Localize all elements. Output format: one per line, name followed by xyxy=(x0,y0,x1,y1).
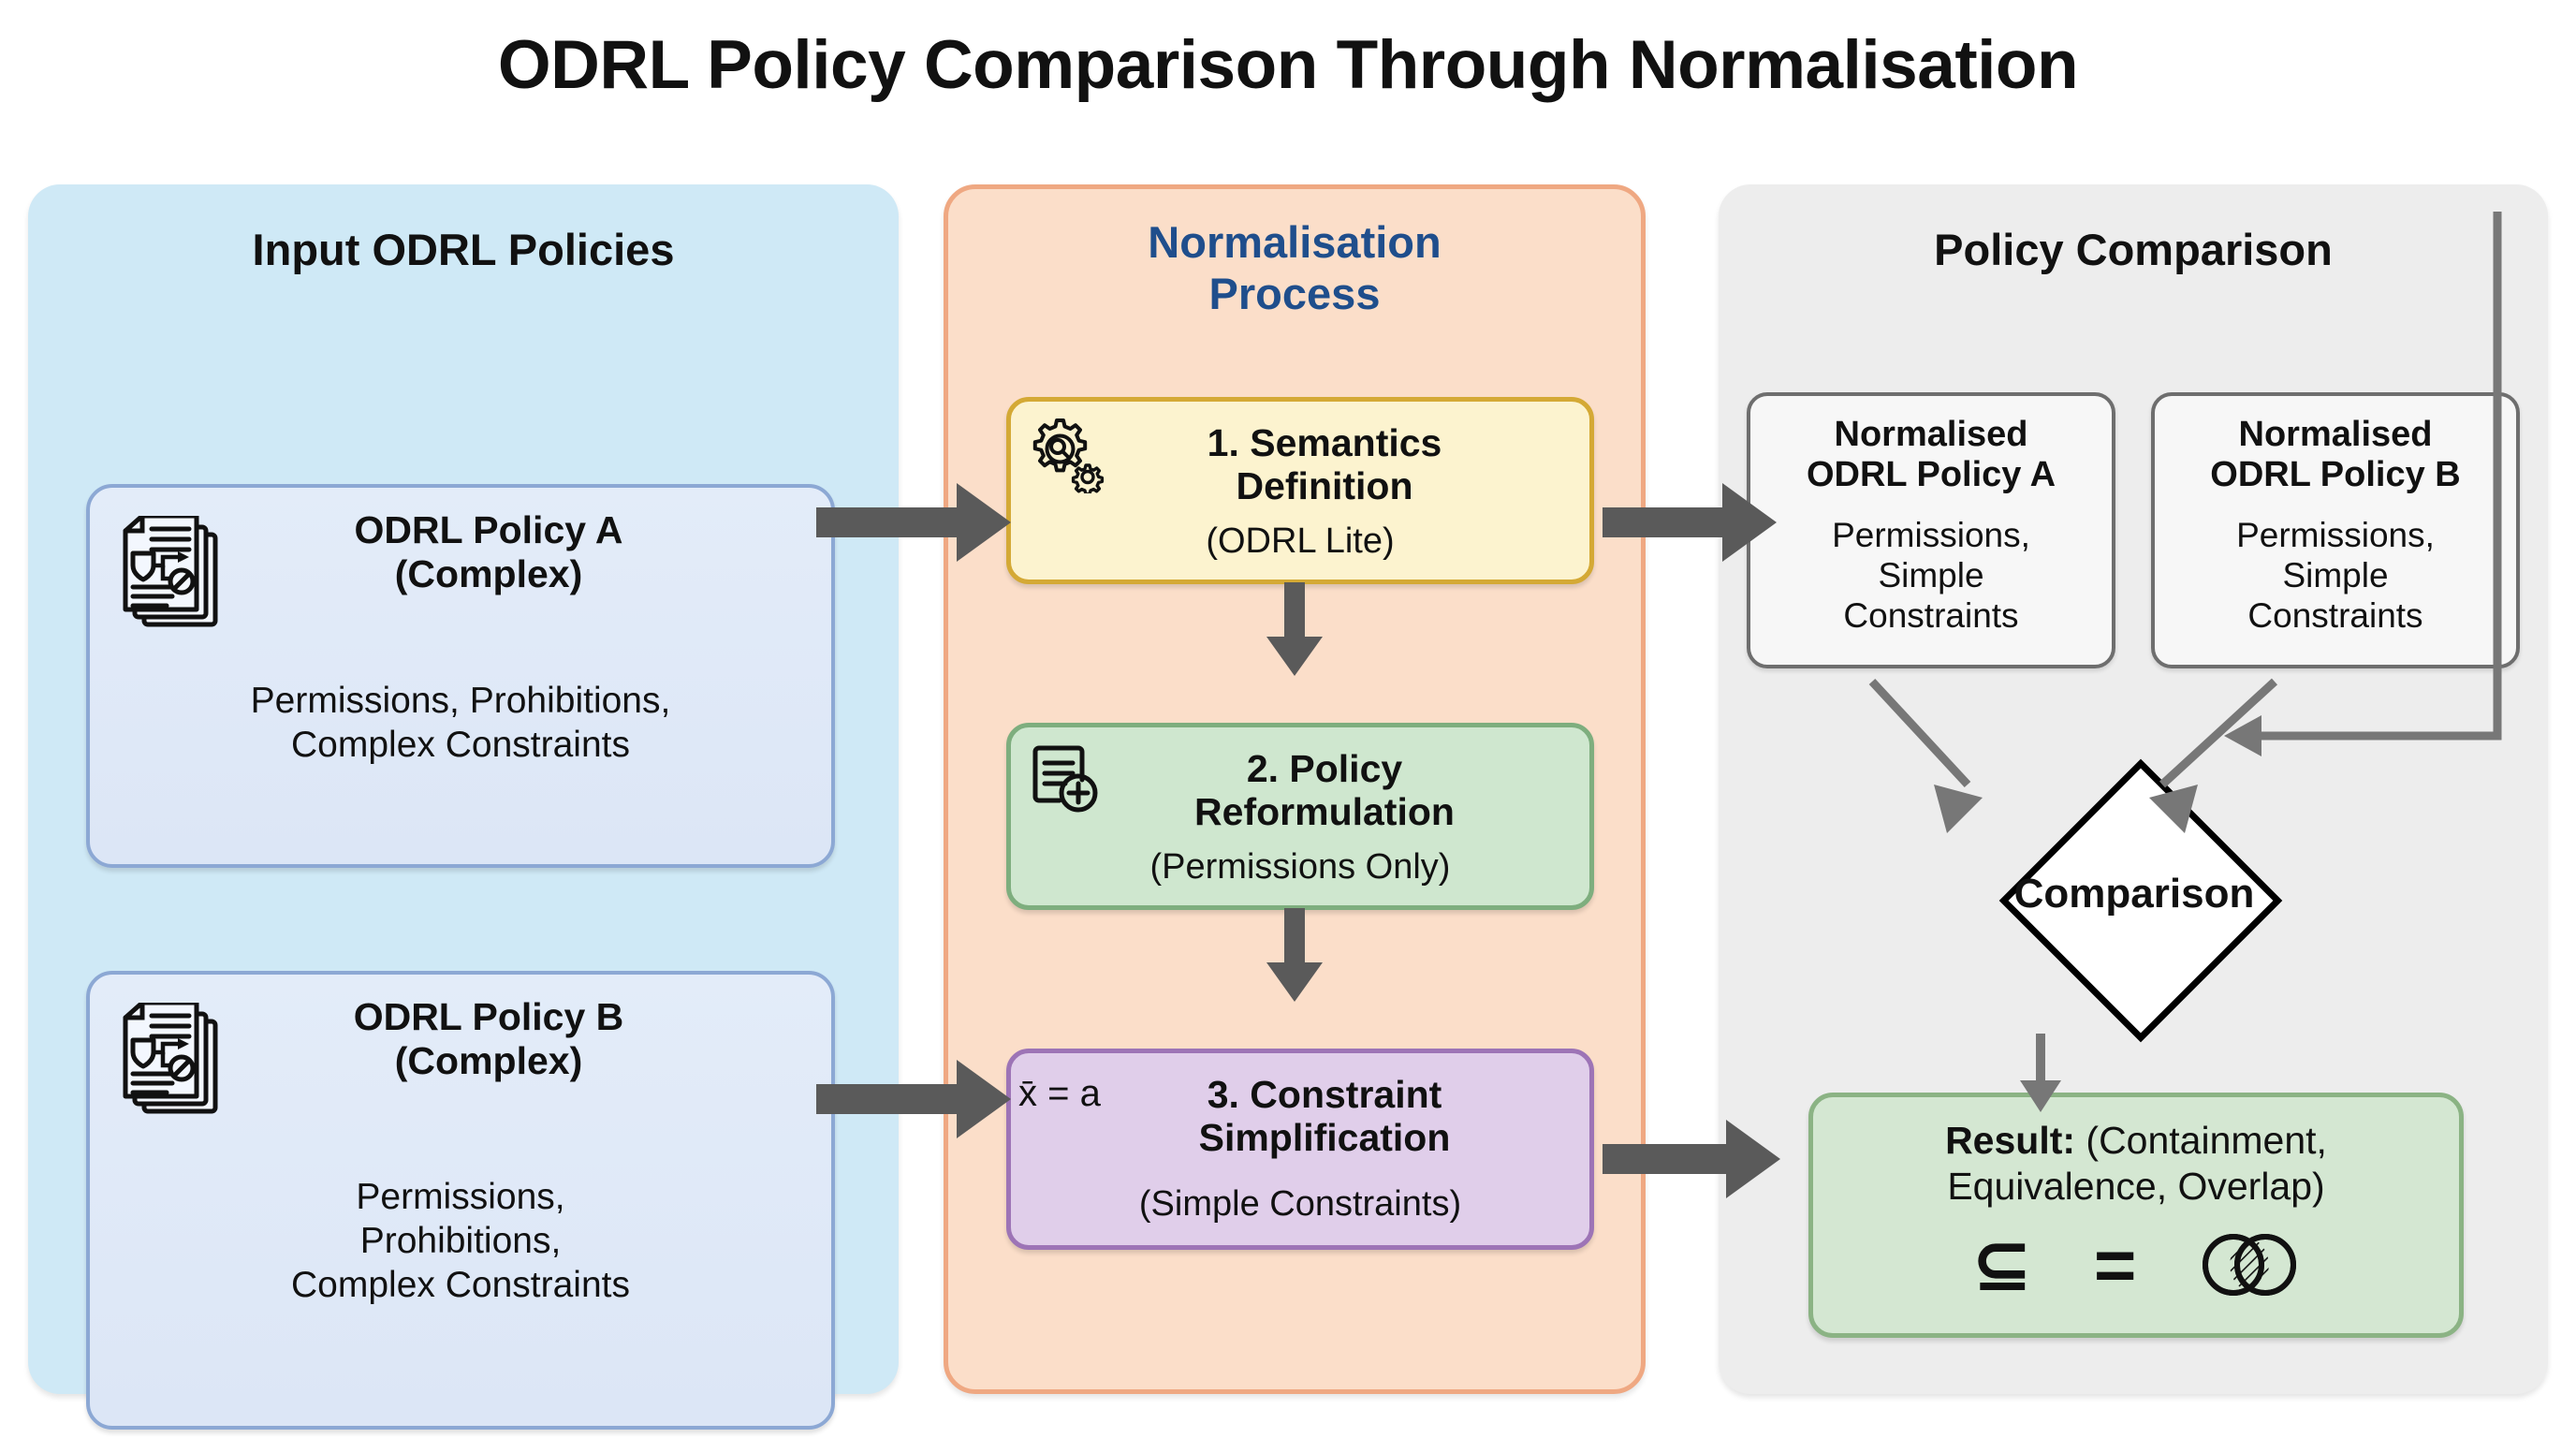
step-semantics-definition[interactable]: 1. Semantics Definition (ODRL Lite) xyxy=(1006,397,1594,584)
policy-comparison-heading: Policy Comparison xyxy=(1934,225,2333,274)
normalisation-heading: Normalisation Process xyxy=(948,217,1641,319)
policy-b-body: Permissions, Prohibitions, Complex Const… xyxy=(90,1176,831,1307)
normalised-b-body2: Simple xyxy=(2282,555,2389,594)
normalised-b-line1: Normalised xyxy=(2238,415,2433,454)
policy-b-body-line2: Prohibitions, xyxy=(359,1220,562,1261)
policy-b-subtitle: (Complex) xyxy=(394,1038,583,1082)
normalised-policy-a-body: Permissions, Simple Constraints xyxy=(1750,516,2112,637)
gear-magnifier-icon xyxy=(1028,417,1105,493)
policy-a-body: Permissions, Prohibitions, Complex Const… xyxy=(90,680,831,768)
result-text: Result: (Containment, Equivalence, Overl… xyxy=(1813,1118,2459,1210)
normalisation-heading-line1: Normalisation xyxy=(1148,217,1442,267)
normalised-a-body2: Simple xyxy=(1878,555,1984,594)
policy-b-body-line3: Complex Constraints xyxy=(291,1264,630,1305)
step-3-title-line2: Simplification xyxy=(1198,1115,1451,1159)
normalised-policy-b-body: Permissions, Simple Constraints xyxy=(2155,516,2516,637)
document-plus-icon xyxy=(1028,742,1105,819)
policy-card-b[interactable]: ODRL Policy B (Complex) Permissions, Pro… xyxy=(86,971,835,1430)
step-2-title-line2: Reformulation xyxy=(1194,789,1455,833)
step-3-title-line1: 3. Constraint xyxy=(1207,1073,1442,1116)
normalised-a-body1: Permissions, xyxy=(1832,516,2030,554)
step-2-subtitle: (Permissions Only) xyxy=(1149,847,1451,887)
result-label: Result: xyxy=(1945,1119,2076,1162)
policy-a-title: ODRL Policy A xyxy=(354,508,623,551)
policy-card-a[interactable]: ODRL Policy A (Complex) Permissions, Pro… xyxy=(86,484,835,868)
step-constraint-simplification[interactable]: x̄ = a 3. Constraint Simplification (Sim… xyxy=(1006,1049,1594,1250)
normalised-b-body3: Constraints xyxy=(2247,595,2423,635)
normalisation-heading-line2: Process xyxy=(1208,268,1381,318)
step-1-subtitle: (ODRL Lite) xyxy=(1206,521,1395,561)
policy-a-subtitle: (Complex) xyxy=(394,551,583,595)
policy-a-body-line2: Complex Constraints xyxy=(291,724,630,765)
comparison-decision-label: Comparison xyxy=(2013,871,2255,917)
step-3-subtitle: (Simple Constraints) xyxy=(1138,1184,1462,1224)
normalised-a-line1: Normalised xyxy=(1834,415,2028,454)
normalised-policy-b-heading: Normalised ODRL Policy B xyxy=(2155,415,2516,496)
normalised-policy-a-card[interactable]: Normalised ODRL Policy A Permissions, Si… xyxy=(1747,392,2115,668)
result-box[interactable]: Result: (Containment, Equivalence, Overl… xyxy=(1808,1093,2464,1338)
step-policy-reformulation[interactable]: 2. Policy Reformulation (Permissions Onl… xyxy=(1006,723,1594,910)
equals-icon: = xyxy=(2093,1224,2137,1306)
policy-b-body-line1: Permissions, xyxy=(356,1177,565,1217)
input-policies-heading: Input ODRL Policies xyxy=(252,225,675,274)
page-title: ODRL Policy Comparison Through Normalisa… xyxy=(497,27,2079,103)
policy-comparison-panel: Policy Comparison Normalised ODRL Policy… xyxy=(1719,184,2548,1394)
x-equals-a-icon: x̄ = a xyxy=(1018,1073,1101,1114)
result-symbols: ⊆ = xyxy=(1813,1228,2459,1301)
result-label-line2: Equivalence, Overlap) xyxy=(1947,1165,2325,1209)
input-policies-panel: Input ODRL Policies xyxy=(28,184,899,1430)
normalised-b-line2: ODRL Policy B xyxy=(2210,455,2461,495)
step-1-title-line1: 1. Semantics xyxy=(1207,421,1442,464)
policy-a-heading: ODRL Policy A (Complex) xyxy=(90,508,831,595)
step-2-title: 2. Policy Reformulation xyxy=(1011,747,1589,834)
policy-b-heading: ODRL Policy B (Complex) xyxy=(90,995,831,1082)
normalised-policy-b-card[interactable]: Normalised ODRL Policy B Permissions, Si… xyxy=(2151,392,2520,668)
normalised-b-body1: Permissions, xyxy=(2236,516,2435,554)
step-1-title-line2: Definition xyxy=(1236,463,1413,507)
result-label-rest: (Containment, xyxy=(2075,1119,2327,1162)
policy-b-title: ODRL Policy B xyxy=(353,995,624,1038)
subset-or-equal-icon: ⊆ xyxy=(1970,1224,2032,1306)
step-3-title: 3. Constraint Simplification xyxy=(1011,1073,1589,1160)
normalised-a-body3: Constraints xyxy=(1843,595,2019,635)
normalisation-process-panel: Normalisation Process xyxy=(944,184,1646,1394)
step-2-title-line1: 2. Policy xyxy=(1246,747,1403,790)
venn-overlap-icon xyxy=(2198,1231,2301,1299)
stacked-documents-icon xyxy=(120,516,223,630)
policy-a-body-line1: Permissions, Prohibitions, xyxy=(250,681,671,721)
normalised-a-line2: ODRL Policy A xyxy=(1806,455,2056,495)
stacked-documents-icon xyxy=(120,1003,223,1117)
comparison-decision-node[interactable]: Comparison xyxy=(1994,754,2283,1043)
normalised-policy-a-heading: Normalised ODRL Policy A xyxy=(1750,415,2112,496)
step-1-title: 1. Semantics Definition xyxy=(1011,421,1589,508)
